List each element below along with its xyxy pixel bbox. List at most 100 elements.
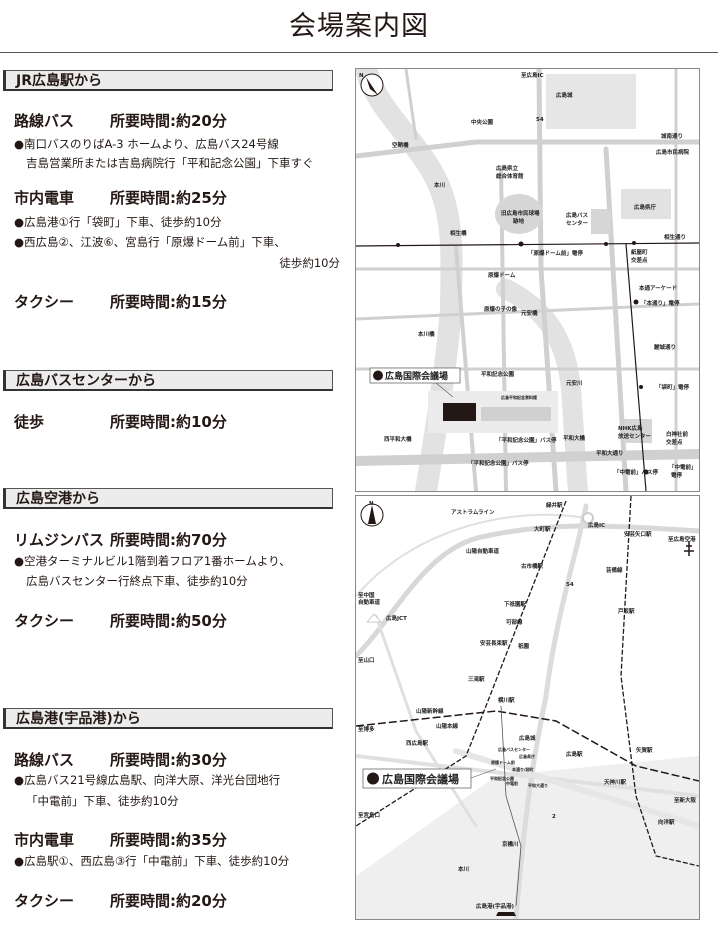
page-title: 会場案内図 bbox=[289, 11, 429, 42]
mode-time: 所要時間:約30分 bbox=[110, 751, 227, 769]
prefectural-office-block bbox=[621, 189, 671, 219]
mode-time: 所要時間:約35分 bbox=[110, 831, 227, 849]
mode-name: 徒歩 bbox=[14, 413, 45, 431]
compass-icon bbox=[360, 73, 384, 97]
map-label: 広島バス bbox=[566, 211, 589, 219]
map-label: 広島県庁 bbox=[634, 203, 657, 211]
map-label: 大町駅 bbox=[534, 525, 551, 533]
map-label: 本通アーケード bbox=[639, 284, 677, 292]
map-label: 天神川駅 bbox=[604, 778, 627, 786]
north-label: N bbox=[359, 73, 364, 79]
mode-time: 所要時間:約25分 bbox=[110, 189, 227, 207]
mode-time: 所要時間:約10分 bbox=[110, 413, 227, 431]
nhk-block bbox=[624, 419, 652, 443]
venue-logo-icon bbox=[367, 772, 379, 785]
map-label: 相生橋 bbox=[450, 229, 467, 237]
detail-map[interactable]: N 広島城 中央公園 城南通り 広島市民病院 広島県立 総合体育館 旧広島市民球… bbox=[355, 68, 700, 492]
area-map[interactable]: N アストラムライン 緑井駅 広島IC 大町駅 安芸矢口駅 至広島空港 山陽自動… bbox=[355, 495, 700, 920]
map-label: 元安橋 bbox=[521, 309, 538, 317]
river-motoyasu bbox=[496, 279, 588, 491]
map-label: 中央公園 bbox=[471, 118, 494, 126]
map-label: 矢賀駅 bbox=[636, 746, 653, 754]
mode-name: リムジンバス bbox=[14, 531, 105, 549]
route-line: ●広島港①行「袋町」下車、徒歩約10分 bbox=[14, 215, 222, 229]
mode-limousine: リムジンバス所要時間:約70分 bbox=[14, 529, 227, 550]
map-label: 広島IC bbox=[588, 521, 605, 529]
map-label: 白神社前 bbox=[666, 430, 689, 438]
map-label: 広島駅 bbox=[566, 750, 583, 758]
map-label: 芸備線 bbox=[606, 566, 623, 574]
map-label: 安芸長束駅 bbox=[480, 639, 508, 647]
map-label: 向洋駅 bbox=[658, 818, 675, 826]
map-label: 広島平和記念資料館 bbox=[501, 394, 537, 400]
map-label: 平和記念公園 bbox=[490, 775, 514, 781]
airplane-icon bbox=[684, 541, 694, 556]
section-header-bus-center: 広島バスセンターから bbox=[3, 370, 333, 391]
map-label: 戸坂駅 bbox=[618, 607, 635, 615]
title-divider bbox=[0, 52, 718, 53]
map-label: 至広島IC bbox=[521, 71, 544, 79]
map-label: 平和大通り bbox=[596, 449, 624, 457]
mode-taxi: タクシー所要時間:約20分 bbox=[14, 890, 227, 911]
map-label: 至中国 bbox=[358, 591, 375, 599]
map-label: 広島市民病院 bbox=[656, 148, 690, 156]
mode-name: 市内電車 bbox=[14, 831, 75, 849]
stadium-site bbox=[495, 194, 543, 234]
map-label: 広島港(宇品港) bbox=[476, 902, 515, 910]
map-label: 山陽本線 bbox=[436, 722, 459, 730]
map-label: 54 bbox=[536, 117, 544, 123]
map-label: 至広島空港 bbox=[668, 535, 696, 543]
map-label: 「中電前」 bbox=[669, 463, 697, 471]
tram-line-rijo bbox=[625, 243, 647, 491]
map-label: 「平和記念公園」バス停 bbox=[468, 459, 529, 467]
mode-tram: 市内電車 所要時間:約25分 bbox=[14, 187, 227, 208]
mode-name: タクシー bbox=[14, 293, 75, 311]
map-label: 電停 bbox=[671, 471, 683, 479]
jct-marker bbox=[365, 613, 383, 623]
map-label: 原爆の子の像 bbox=[484, 305, 518, 313]
map-label: 広島城 bbox=[519, 734, 536, 742]
map-label: 原爆ドーム前 bbox=[490, 759, 515, 765]
mode-bus: 路線バス 所要時間:約20分 bbox=[14, 110, 227, 131]
mode-taxi: タクシー所要時間:約50分 bbox=[14, 610, 227, 631]
route-line: 広島バスセンター行終点下車、徒歩約10分 bbox=[26, 574, 248, 588]
map-label: 広島城 bbox=[556, 91, 573, 99]
map-label: 西平和大橋 bbox=[384, 435, 412, 443]
map-label: 本通り/袋町 bbox=[511, 766, 533, 772]
mode-time: 所要時間:約70分 bbox=[110, 531, 227, 549]
kabe-line bbox=[356, 500, 567, 827]
mode-name: 市内電車 bbox=[14, 189, 75, 207]
mode-bus: 路線バス 所要時間:約30分 bbox=[14, 749, 227, 770]
map-label: 紙屋町 bbox=[631, 248, 648, 256]
route-line: ●広島駅①、西広島③行「中電前」下車、徒歩約10分 bbox=[14, 854, 290, 868]
map-label: アストラムライン bbox=[451, 509, 495, 516]
map-label: 広島県庁 bbox=[519, 753, 535, 759]
mode-time: 所要時間:約20分 bbox=[110, 112, 227, 130]
castle-area bbox=[546, 74, 636, 129]
map-label: 広島県立 bbox=[496, 164, 519, 172]
map-label: 「袋町」電停 bbox=[656, 383, 690, 391]
map-label: 空鞘橋 bbox=[392, 141, 409, 149]
section-header-port: 広島港(宇品港)から bbox=[3, 708, 333, 729]
route-line: ●空港ターミナルビル1階到着フロア1番ホームより、 bbox=[14, 554, 291, 568]
mode-tram: 市内電車 所要時間:約35分 bbox=[14, 829, 227, 850]
map-label: 「本通り」電停 bbox=[641, 299, 680, 307]
area-map-features bbox=[356, 503, 699, 919]
map-label: 「原爆ドーム前」電停 bbox=[528, 249, 583, 257]
map-label: 自動車道 bbox=[358, 598, 381, 606]
mode-name: 路線バス bbox=[14, 112, 75, 130]
mode-name: 路線バス bbox=[14, 751, 75, 769]
hiroshima-ic-marker bbox=[582, 512, 594, 524]
sanyo-line bbox=[356, 710, 699, 782]
map-label: 鯉城通り bbox=[654, 343, 676, 351]
route-line: 「中電前」下車、徒歩約10分 bbox=[26, 794, 179, 808]
route-line: ●南口バスのりばA-3 ホームより、広島バス24号線 bbox=[14, 137, 279, 151]
mode-taxi: タクシー所要時間:約15分 bbox=[14, 291, 227, 312]
map-label: 平和大橋 bbox=[563, 434, 586, 442]
bus-center-block bbox=[591, 209, 611, 234]
mode-walk: 徒歩 所要時間:約10分 bbox=[14, 411, 227, 432]
detail-map-svg: N 広島城 中央公園 城南通り 広島市民病院 広島県立 総合体育館 旧広島市民球… bbox=[356, 69, 699, 491]
venue-callout: 広島国際会議場 bbox=[369, 367, 461, 398]
map-label: センター bbox=[566, 219, 589, 227]
